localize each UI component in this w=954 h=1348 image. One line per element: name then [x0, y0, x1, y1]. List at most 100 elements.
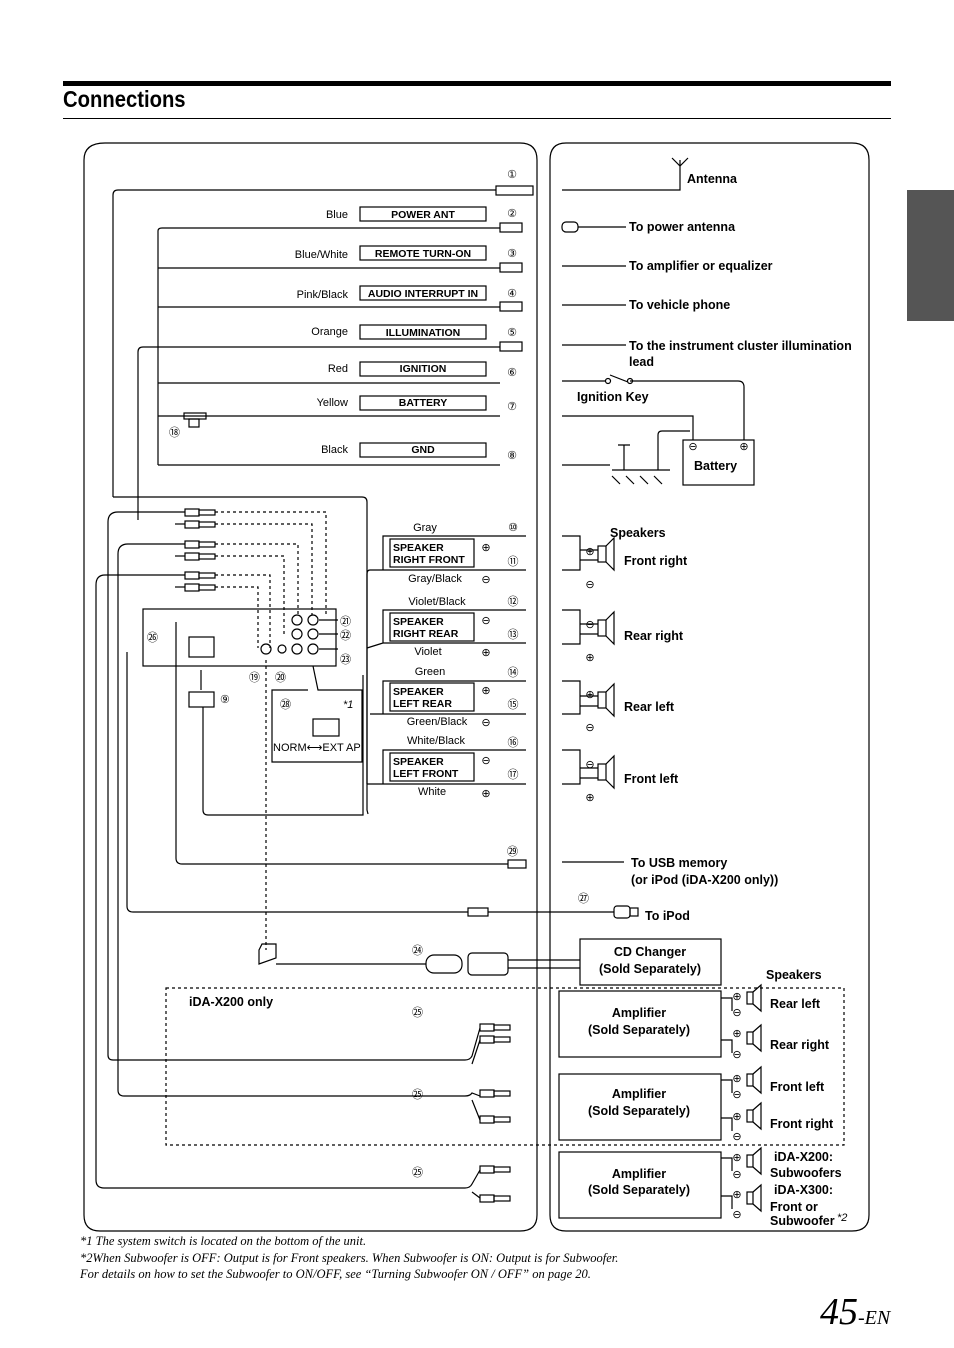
- box-label-gnd: GND: [411, 444, 435, 456]
- minus-icon: ⊖: [585, 619, 594, 631]
- speaker-num-12: ⑫: [508, 595, 519, 608]
- switch-label: NORM⟷EXT AP: [273, 742, 361, 754]
- speaker-num-14: ⑭: [508, 666, 519, 679]
- amp2-label-1: Amplifier: [612, 1087, 666, 1101]
- box-label-audio-interrupt: AUDIO INTERRUPT IN: [368, 288, 478, 300]
- minus-icon: ⊖: [732, 1209, 741, 1221]
- label-to-ipod: To iPod: [645, 909, 690, 923]
- num-26: ㉖: [147, 631, 158, 644]
- label-front-right: Front right: [624, 554, 688, 568]
- speaker-num-15: ⑮: [508, 698, 519, 711]
- label-antenna: Antenna: [687, 172, 738, 186]
- footnote-2-mark: *2: [80, 1251, 93, 1265]
- header-rule: [63, 81, 891, 86]
- plus-icon: ⊕: [585, 792, 594, 804]
- plus-icon: ⊕: [481, 685, 490, 697]
- right-panel-frame: [549, 142, 870, 1232]
- label-power-antenna: To power antenna: [629, 220, 736, 234]
- plus-icon: ⊕: [481, 788, 490, 800]
- num-21: ㉑: [340, 615, 351, 628]
- wire-color-2: Blue: [326, 209, 348, 221]
- speaker-rf-color-a: Gray: [413, 522, 437, 534]
- plus-icon: ⊕: [732, 1152, 741, 1164]
- label-vehicle-phone: To vehicle phone: [629, 298, 730, 312]
- plus-icon: ⊕: [481, 542, 490, 554]
- minus-icon: ⊖: [688, 441, 697, 453]
- sub-label-1: iDA-X200:: [774, 1150, 833, 1164]
- amp3-label-1: Amplifier: [612, 1167, 666, 1181]
- minus-icon: ⊖: [732, 1049, 741, 1061]
- footnote-1-text: The system switch is located on the bott…: [95, 1234, 367, 1248]
- speaker-lr-color-a: Green: [415, 666, 446, 678]
- speaker-rf-label2: RIGHT FRONT: [393, 554, 465, 566]
- speaker-lr-label1: SPEAKER: [393, 686, 444, 698]
- sub-label-3: iDA-X300:: [774, 1183, 833, 1197]
- minus-icon: ⊖: [732, 1131, 741, 1143]
- plus-icon: ⊕: [481, 647, 490, 659]
- wire-num-1: ①: [507, 169, 517, 181]
- speaker-lf-label1: SPEAKER: [393, 756, 444, 768]
- title-underline: [63, 118, 891, 119]
- speaker-lr-color-b: Green/Black: [407, 716, 468, 728]
- page-number-suffix: -EN: [858, 1307, 891, 1329]
- minus-icon: ⊖: [585, 722, 594, 734]
- wire-color-8: Black: [321, 444, 348, 456]
- amp-out-front-left: Front left: [770, 1080, 825, 1094]
- left-panel-frame: [83, 142, 538, 1232]
- wire-num-8: ⑧: [507, 450, 517, 462]
- sub-label-4: Front or: [770, 1200, 818, 1214]
- num-23: ㉓: [340, 653, 351, 666]
- plus-icon: ⊕: [585, 689, 594, 701]
- speaker-lr-label2: LEFT REAR: [393, 698, 452, 710]
- speaker-num-10: ⑩: [508, 522, 518, 534]
- box-label-power-ant: POWER ANT: [391, 209, 455, 221]
- footnote-2: *2When Subwoofer is OFF: Output is for F…: [80, 1251, 618, 1266]
- plus-icon: ⊕: [732, 991, 741, 1003]
- sub-label-5: Subwoofer: [770, 1214, 835, 1228]
- num-25b: ㉕: [412, 1088, 423, 1101]
- wire-num-3: ③: [507, 248, 517, 260]
- num-28: ㉘: [280, 698, 291, 711]
- label-rear-right: Rear right: [624, 629, 684, 643]
- wire-num-7: ⑦: [507, 401, 517, 413]
- plus-icon: ⊕: [732, 1111, 741, 1123]
- num-19: ⑲: [249, 671, 260, 684]
- speaker-rf-label1: SPEAKER: [393, 542, 444, 554]
- amp3-label-2: (Sold Separately): [588, 1183, 690, 1197]
- footnote-2-text: When Subwoofer is OFF: Output is for Fro…: [92, 1251, 619, 1265]
- page-number: 45-EN: [820, 1290, 890, 1334]
- num-20: ⑳: [275, 671, 286, 684]
- wire-color-5: Orange: [311, 326, 348, 338]
- box-label-ignition: IGNITION: [400, 363, 447, 375]
- amp2-label-2: (Sold Separately): [588, 1104, 690, 1118]
- ida-only-label: iDA-X200 only: [189, 995, 273, 1009]
- num-25a: ㉕: [412, 1006, 423, 1019]
- footnote-1-mark: *1: [80, 1234, 93, 1248]
- minus-icon: ⊖: [481, 755, 490, 767]
- plus-icon: ⊕: [739, 441, 748, 453]
- plus-icon: ⊕: [585, 546, 594, 558]
- footnote-3: For details on how to set the Subwoofer …: [80, 1267, 591, 1281]
- amp-out-rear-left: Rear left: [770, 997, 821, 1011]
- label-speakers: Speakers: [610, 526, 666, 540]
- num-9: ⑨: [220, 694, 230, 706]
- speaker-lf-color-b: White: [418, 786, 446, 798]
- sub-note: *2: [837, 1212, 847, 1224]
- footnote-1: *1 The system switch is located on the b…: [80, 1234, 366, 1249]
- amp1-label-1: Amplifier: [612, 1006, 666, 1020]
- speaker-num-13: ⑬: [508, 628, 519, 641]
- speaker-num-16: ⑯: [508, 736, 519, 749]
- speaker-lf-label2: LEFT FRONT: [393, 768, 459, 780]
- label-amplifier: To amplifier or equalizer: [629, 259, 773, 273]
- label-usb-1: To USB memory: [631, 856, 727, 870]
- speaker-lf-color-a: White/Black: [407, 735, 466, 747]
- num-27: ㉗: [578, 892, 589, 905]
- minus-icon: ⊖: [481, 574, 490, 586]
- speaker-rr-label2: RIGHT REAR: [393, 628, 459, 640]
- wire-color-4: Pink/Black: [297, 289, 349, 301]
- plus-icon: ⊕: [732, 1028, 741, 1040]
- label-illumination-2: lead: [629, 355, 654, 369]
- wire-num-2: ②: [507, 208, 517, 220]
- wire-color-7: Yellow: [317, 397, 348, 409]
